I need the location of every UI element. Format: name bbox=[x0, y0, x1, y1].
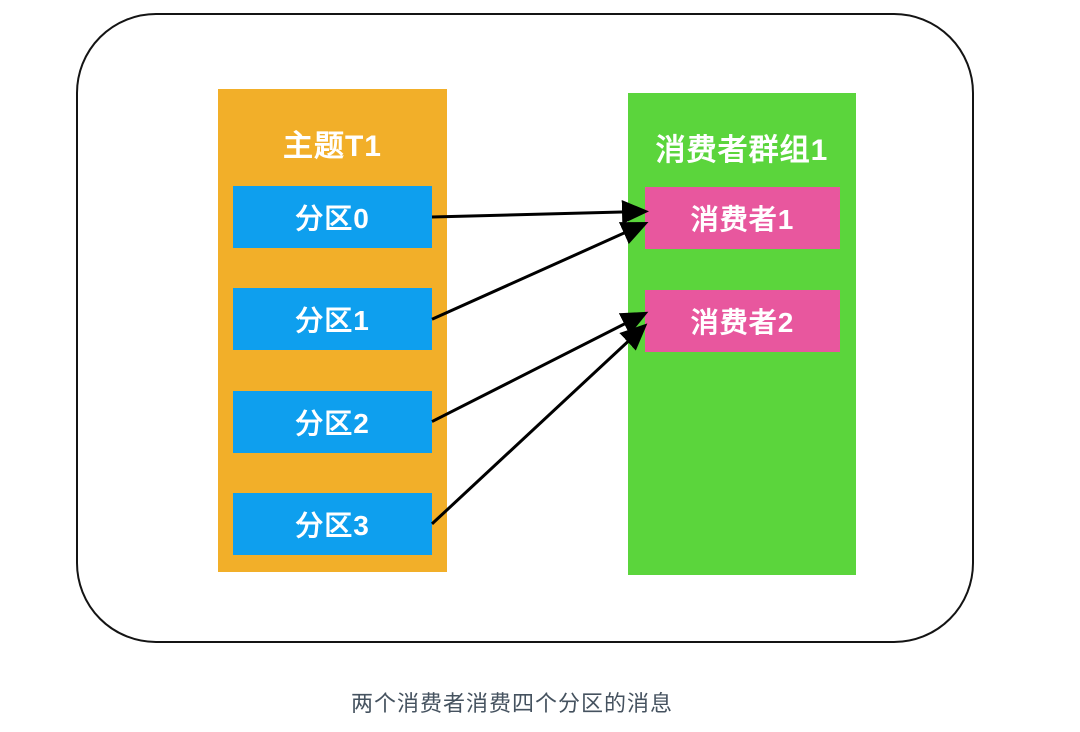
partition-box-p0: 分区0 bbox=[233, 186, 432, 248]
consumer-box-c2: 消费者2 bbox=[645, 290, 840, 352]
partition-box-p3: 分区3 bbox=[233, 492, 432, 555]
consumer-box-c1: 消费者1 bbox=[645, 187, 840, 249]
consumer-group-box: 消费者群组1 消费者1 消费者2 bbox=[628, 93, 856, 575]
consumer-group-title: 消费者群组1 bbox=[655, 134, 829, 167]
diagram-caption: 两个消费者消费四个分区的消息 bbox=[350, 691, 673, 716]
partition-box-p2: 分区2 bbox=[233, 390, 432, 453]
topic-box: 主题T1 分区0 分区1 分区2 分区3 bbox=[218, 89, 447, 572]
topic-title: 主题T1 bbox=[282, 130, 382, 163]
partition-box-p1: 分区1 bbox=[233, 288, 432, 351]
